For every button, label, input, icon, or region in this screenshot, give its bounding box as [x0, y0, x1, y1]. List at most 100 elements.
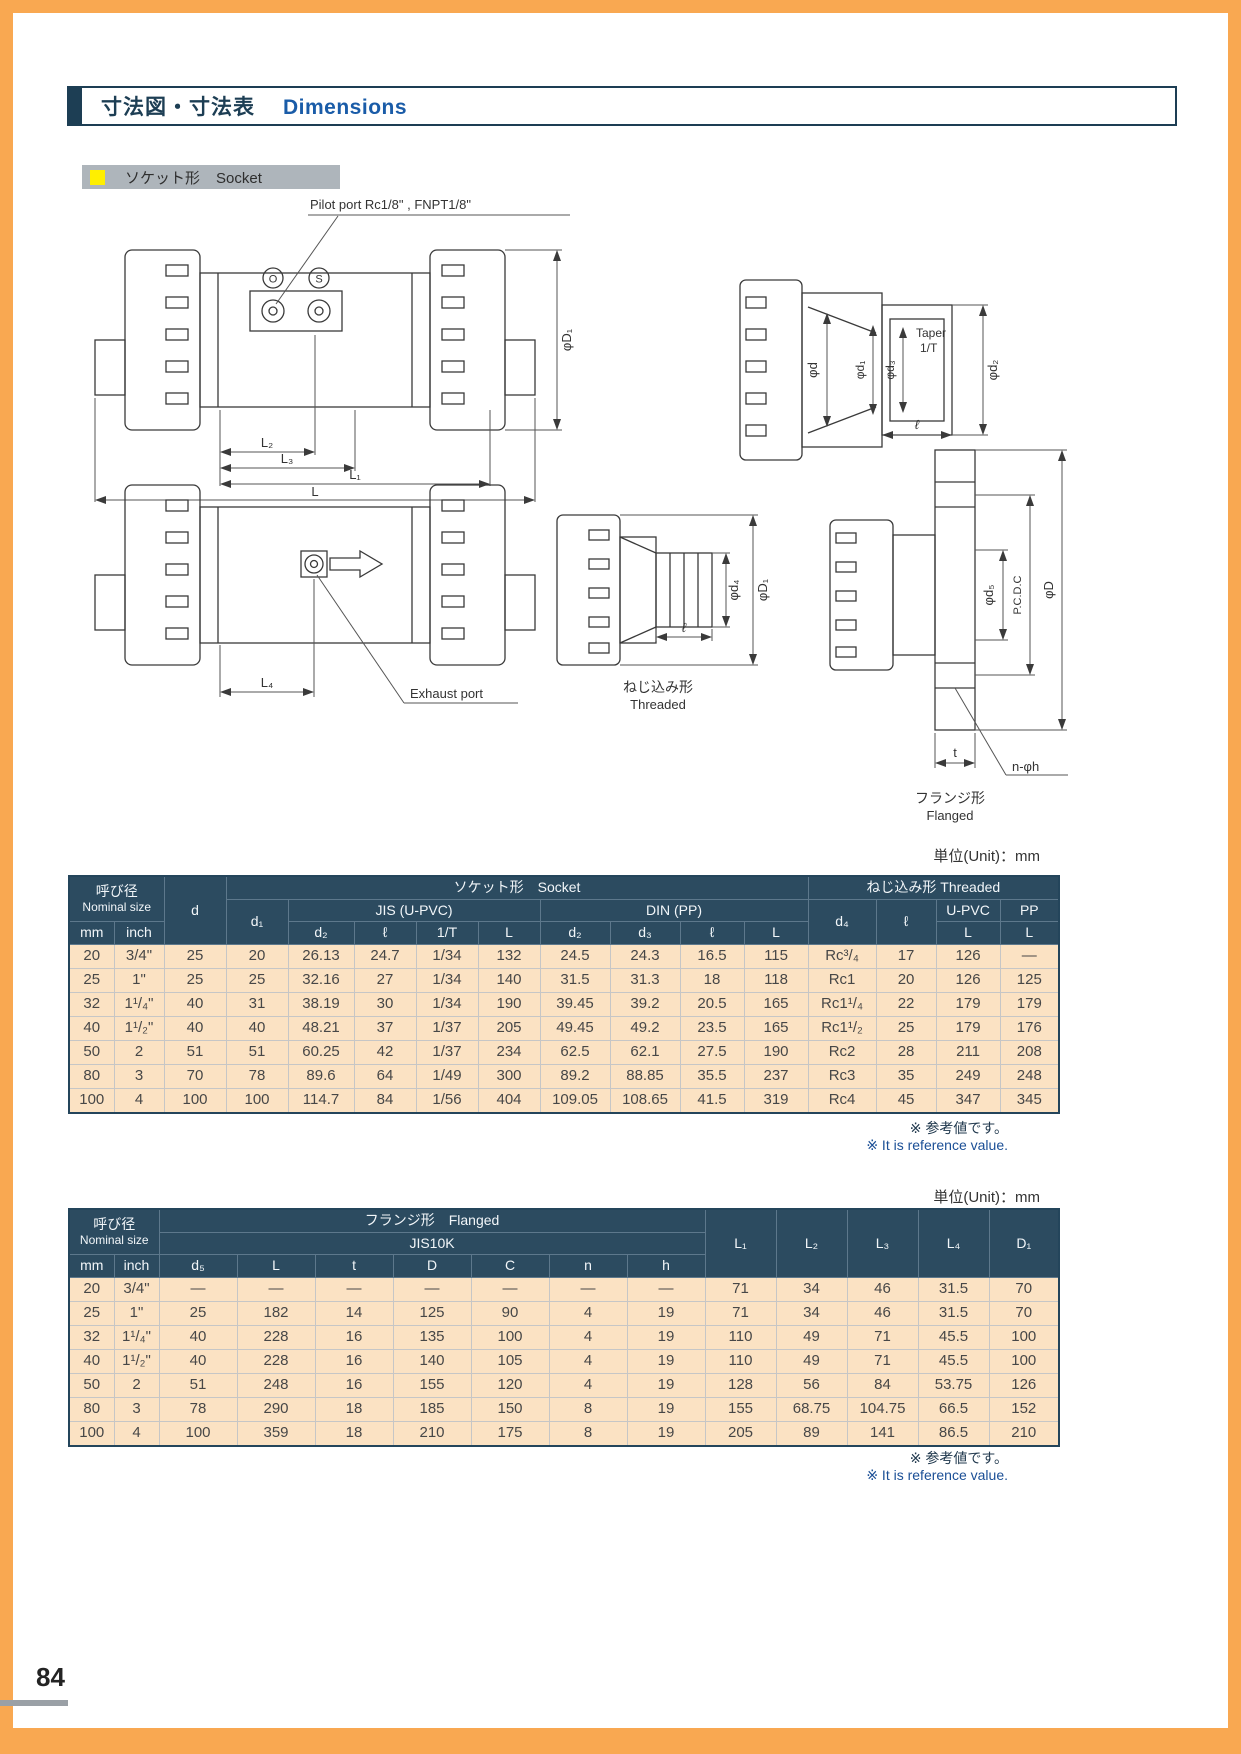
table-cell: 45.5 — [917, 1324, 990, 1350]
table-cell: 70 — [988, 1276, 1060, 1302]
pcd-label: P.C.D.C — [1012, 575, 1024, 614]
table-cell: 19 — [626, 1396, 706, 1422]
table-cell: 176 — [999, 1015, 1060, 1041]
table-cell: 1¹/₂" — [113, 1348, 160, 1374]
table-cell: 60.25 — [287, 1039, 355, 1065]
col-header-L-flg: L — [236, 1254, 316, 1278]
table-cell: 25 — [68, 967, 115, 993]
table-cell: 71 — [704, 1300, 777, 1326]
table-cell: 125 — [392, 1300, 472, 1326]
table-cell: 100 — [470, 1324, 550, 1350]
table-cell: 32 — [68, 991, 115, 1017]
taper-label-line2: 1/T — [920, 341, 938, 355]
dim-t-label: t — [953, 745, 957, 760]
reference-note-2-ja: ※ 参考値です。 — [909, 1450, 1008, 1466]
table-cell: 2 — [113, 1039, 165, 1065]
table-cell: 100 — [988, 1348, 1060, 1374]
table-cell: 30 — [353, 991, 417, 1017]
col-group-jis10k: JIS10K — [158, 1231, 706, 1255]
flanged-end-drawing — [829, 449, 976, 731]
table-cell: 165 — [743, 991, 809, 1017]
table-cell: 1/34 — [415, 967, 479, 993]
reference-note-2: ※ 参考値です。 ※ It is reference value. — [866, 1450, 1008, 1484]
col-header-d5: d₅ — [158, 1254, 238, 1278]
col-header-L2: L₂ — [775, 1208, 848, 1278]
table-cell: 2 — [113, 1372, 160, 1398]
table-cell: 100 — [68, 1087, 115, 1113]
table-cell: 165 — [743, 1015, 809, 1041]
table-cell: 4 — [548, 1348, 628, 1374]
col-header-mm-2: mm — [68, 1254, 115, 1278]
table-cell: 3 — [113, 1063, 165, 1089]
table-cell: 46 — [846, 1276, 919, 1302]
col-header-d2-jis: d₂ — [287, 921, 355, 945]
col-header-L1: L₁ — [704, 1208, 777, 1278]
table-cell: 49 — [775, 1324, 848, 1350]
flanged-caption-en: Flanged — [927, 808, 974, 823]
table-cell: 179 — [935, 1015, 1001, 1041]
reference-note-2-en: ※ It is reference value. — [866, 1467, 1008, 1483]
table-cell: 31.5 — [917, 1300, 990, 1326]
col-header-n: n — [548, 1254, 628, 1278]
n-phih-label: n-φh — [1012, 759, 1039, 774]
col-header-inch-2: inch — [113, 1254, 160, 1278]
page-title-en: Dimensions — [283, 96, 408, 119]
table-cell: 17 — [875, 943, 937, 969]
table-cell: 62.1 — [609, 1039, 681, 1065]
table-cell: 126 — [935, 943, 1001, 969]
table-cell: 16.5 — [679, 943, 745, 969]
col-group-flanged: フランジ形 Flanged — [158, 1208, 706, 1233]
page-border-bottom — [0, 1728, 1241, 1754]
table-cell: 248 — [236, 1372, 316, 1398]
dim-L4-label: L₄ — [261, 675, 274, 690]
table-cell: 27 — [353, 967, 417, 993]
table-cell: 347 — [935, 1087, 1001, 1113]
table-cell: 38.19 — [287, 991, 355, 1017]
table-cell: 1¹/₂" — [113, 1015, 165, 1041]
table-cell: 114.7 — [287, 1087, 355, 1113]
dim-phid4-label: φd₄ — [726, 580, 741, 601]
table-cell: 109.05 — [539, 1087, 611, 1113]
table-cell: 100 — [163, 1087, 227, 1113]
table-cell: 125 — [999, 967, 1060, 993]
col-header-d2-din: d₂ — [539, 921, 611, 945]
table-cell: 41.5 — [679, 1087, 745, 1113]
table-cell: 100 — [225, 1087, 289, 1113]
threaded-caption-en: Threaded — [630, 697, 686, 712]
table-cell: 115 — [743, 943, 809, 969]
col-header-h: h — [626, 1254, 706, 1278]
table-cell: 135 — [392, 1324, 472, 1350]
col-header-L-jis: L — [477, 921, 541, 945]
table-cell: Rc1 — [807, 967, 877, 993]
table-cell: 40 — [68, 1348, 115, 1374]
flanged-caption-ja: フランジ形 — [915, 790, 985, 806]
table-cell: 132 — [477, 943, 541, 969]
table-cell: 1/34 — [415, 991, 479, 1017]
page-number: 84 — [36, 1662, 65, 1692]
dim-l-socket-label: ℓ — [915, 417, 920, 432]
table-cell: 104.75 — [846, 1396, 919, 1422]
table-cell: 53.75 — [917, 1372, 990, 1398]
table-cell: Rc³/₄ — [807, 943, 877, 969]
col-header-d4: d₄ — [807, 898, 877, 945]
table-cell: 49 — [775, 1348, 848, 1374]
table-cell: 16 — [314, 1324, 394, 1350]
table-cell: 140 — [392, 1348, 472, 1374]
table-cell: 19 — [626, 1300, 706, 1326]
table-cell: 39.2 — [609, 991, 681, 1017]
table-cell: 27.5 — [679, 1039, 745, 1065]
dim-phid3-label: φd₃ — [883, 360, 897, 379]
table-cell: — — [548, 1276, 628, 1302]
table-cell: 290 — [236, 1396, 316, 1422]
table-cell: 22 — [875, 991, 937, 1017]
table-cell: 1/56 — [415, 1087, 479, 1113]
table-cell: 8 — [548, 1420, 628, 1446]
table-cell: 105 — [470, 1348, 550, 1374]
